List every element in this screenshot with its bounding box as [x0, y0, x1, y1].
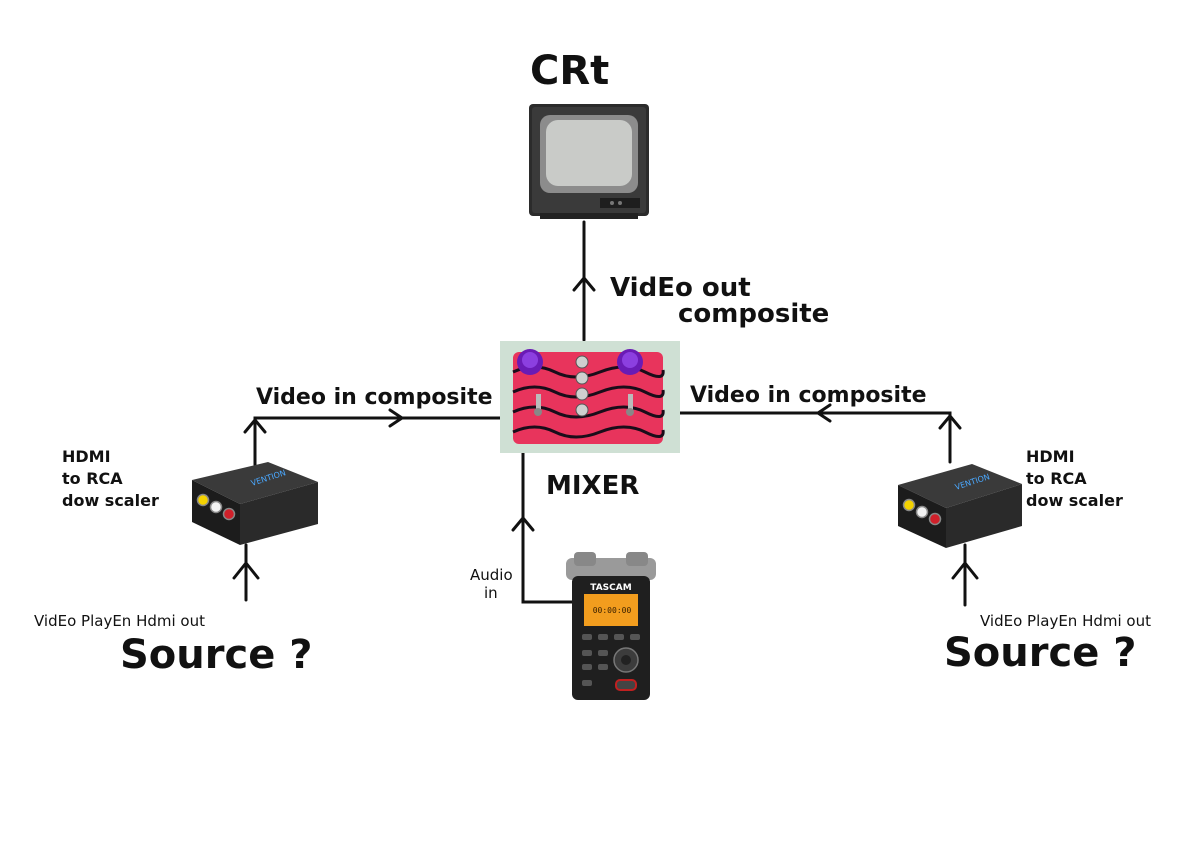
mixer-pedal [500, 341, 680, 453]
hdmi-right-line2: to RCA [1026, 469, 1087, 488]
left-video-line [253, 416, 502, 467]
player-right-label: VidEo PlayEn Hdmi out [980, 612, 1151, 630]
audio-line [521, 450, 577, 604]
arrows [232, 276, 979, 580]
hdmi-left-line2: to RCA [62, 469, 123, 488]
player-left-label: VidEo PlayEn Hdmi out [34, 612, 205, 630]
audio-label-line2: in [484, 584, 498, 602]
left-hdmi-converter: VENTION [192, 462, 318, 545]
recorder-brand: TASCAM [590, 583, 631, 593]
mixer-label: MIXER [546, 471, 639, 501]
hdmi-right-line3: dow scaler [1026, 491, 1123, 510]
arrow-crt-up [572, 276, 596, 292]
crt-label: CRt [530, 48, 609, 94]
hdmi-left-line1: HDMI [62, 447, 111, 466]
arrow-right-source-up [951, 561, 979, 580]
arrow-right-left [816, 403, 832, 423]
audio-recorder: TASCAM 00:00:00 [566, 552, 656, 700]
video-in-right-label: Video in composite [690, 383, 927, 408]
source-left-label: Source ? [120, 632, 312, 678]
right-video-line [678, 411, 952, 464]
arrow-audio-up [511, 516, 535, 532]
arrow-right-up [938, 414, 962, 430]
connections [244, 220, 967, 607]
crt-tv [529, 104, 649, 219]
arrow-left-up [243, 418, 267, 434]
video-in-left-label: Video in composite [256, 385, 493, 410]
right-hdmi-converter: VENTION [898, 464, 1022, 548]
arrow-left-right [388, 408, 404, 428]
video-out-label-line1: VidEo out [610, 273, 751, 303]
video-out-label-line2: composite [678, 299, 829, 329]
hdmi-right-line1: HDMI [1026, 447, 1075, 466]
hdmi-left-line3: dow scaler [62, 491, 159, 510]
recorder-screen-time: 00:00:00 [593, 606, 632, 615]
arrow-left-source-up [232, 561, 260, 580]
source-right-label: Source ? [944, 630, 1136, 676]
audio-label-line1: Audio [470, 566, 513, 584]
